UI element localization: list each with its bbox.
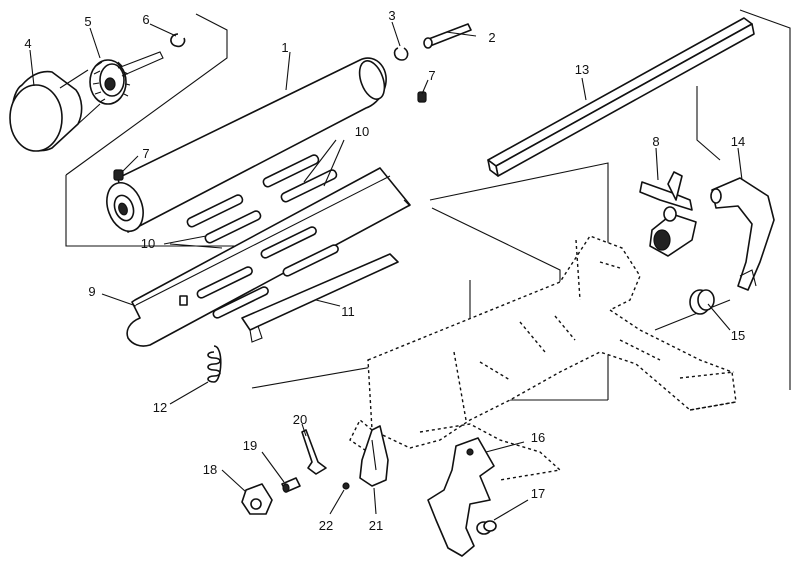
part-bushing-15 <box>689 289 715 315</box>
callout-10-lower: 10 <box>141 236 155 251</box>
callout-14: 14 <box>731 134 745 149</box>
callout-2: 2 <box>488 30 495 45</box>
part-spring-12 <box>207 345 222 383</box>
callout-11: 11 <box>341 304 355 319</box>
callout-12: 12 <box>153 400 167 415</box>
part-clip-3 <box>393 47 409 61</box>
callout-4: 4 <box>24 36 31 51</box>
callout-22: 22 <box>319 518 333 533</box>
part-roller <box>106 57 387 233</box>
callout-17: 17 <box>531 486 545 501</box>
base-frame-dashed <box>349 235 737 481</box>
callout-16: 16 <box>531 430 545 445</box>
part-set-screw-lower <box>113 169 124 181</box>
part-long-bar <box>487 17 755 177</box>
callout-7-upper: 7 <box>428 68 435 83</box>
callout-8: 8 <box>652 134 659 149</box>
callout-6: 6 <box>142 12 149 27</box>
part-pin-19 <box>281 477 301 493</box>
callout-15: 15 <box>731 328 745 343</box>
part-screw-22 <box>342 482 350 490</box>
part-cam-18 <box>241 483 273 515</box>
part-gear <box>89 51 164 105</box>
part-knob <box>9 69 101 152</box>
callout-1: 1 <box>281 40 288 55</box>
callout-13: 13 <box>575 62 589 77</box>
callout-20: 20 <box>293 412 307 427</box>
callout-19: 19 <box>243 438 257 453</box>
part-bracket-16 <box>427 437 495 557</box>
callout-21: 21 <box>369 518 383 533</box>
part-e-ring-6 <box>170 33 186 48</box>
callout-labels: 1 2 3 4 5 6 7 7 8 9 10 10 11 12 13 14 15… <box>24 8 745 533</box>
part-set-screw-upper <box>417 91 427 103</box>
part-hook-20 <box>301 429 327 475</box>
part-spring-17 <box>476 520 497 535</box>
part-lever-21 <box>359 425 389 487</box>
callout-18: 18 <box>203 462 217 477</box>
callout-7-lower: 7 <box>142 146 149 161</box>
part-rail-11 <box>241 253 399 343</box>
callout-5: 5 <box>84 14 91 29</box>
part-arm-14 <box>710 177 775 291</box>
callout-9: 9 <box>88 284 95 299</box>
part-lever-8 <box>639 171 697 257</box>
leader-lines <box>29 21 743 521</box>
callout-10-upper: 10 <box>355 124 369 139</box>
part-small-rollers <box>186 154 339 319</box>
callout-3: 3 <box>388 8 395 23</box>
part-pin-2 <box>423 23 472 49</box>
